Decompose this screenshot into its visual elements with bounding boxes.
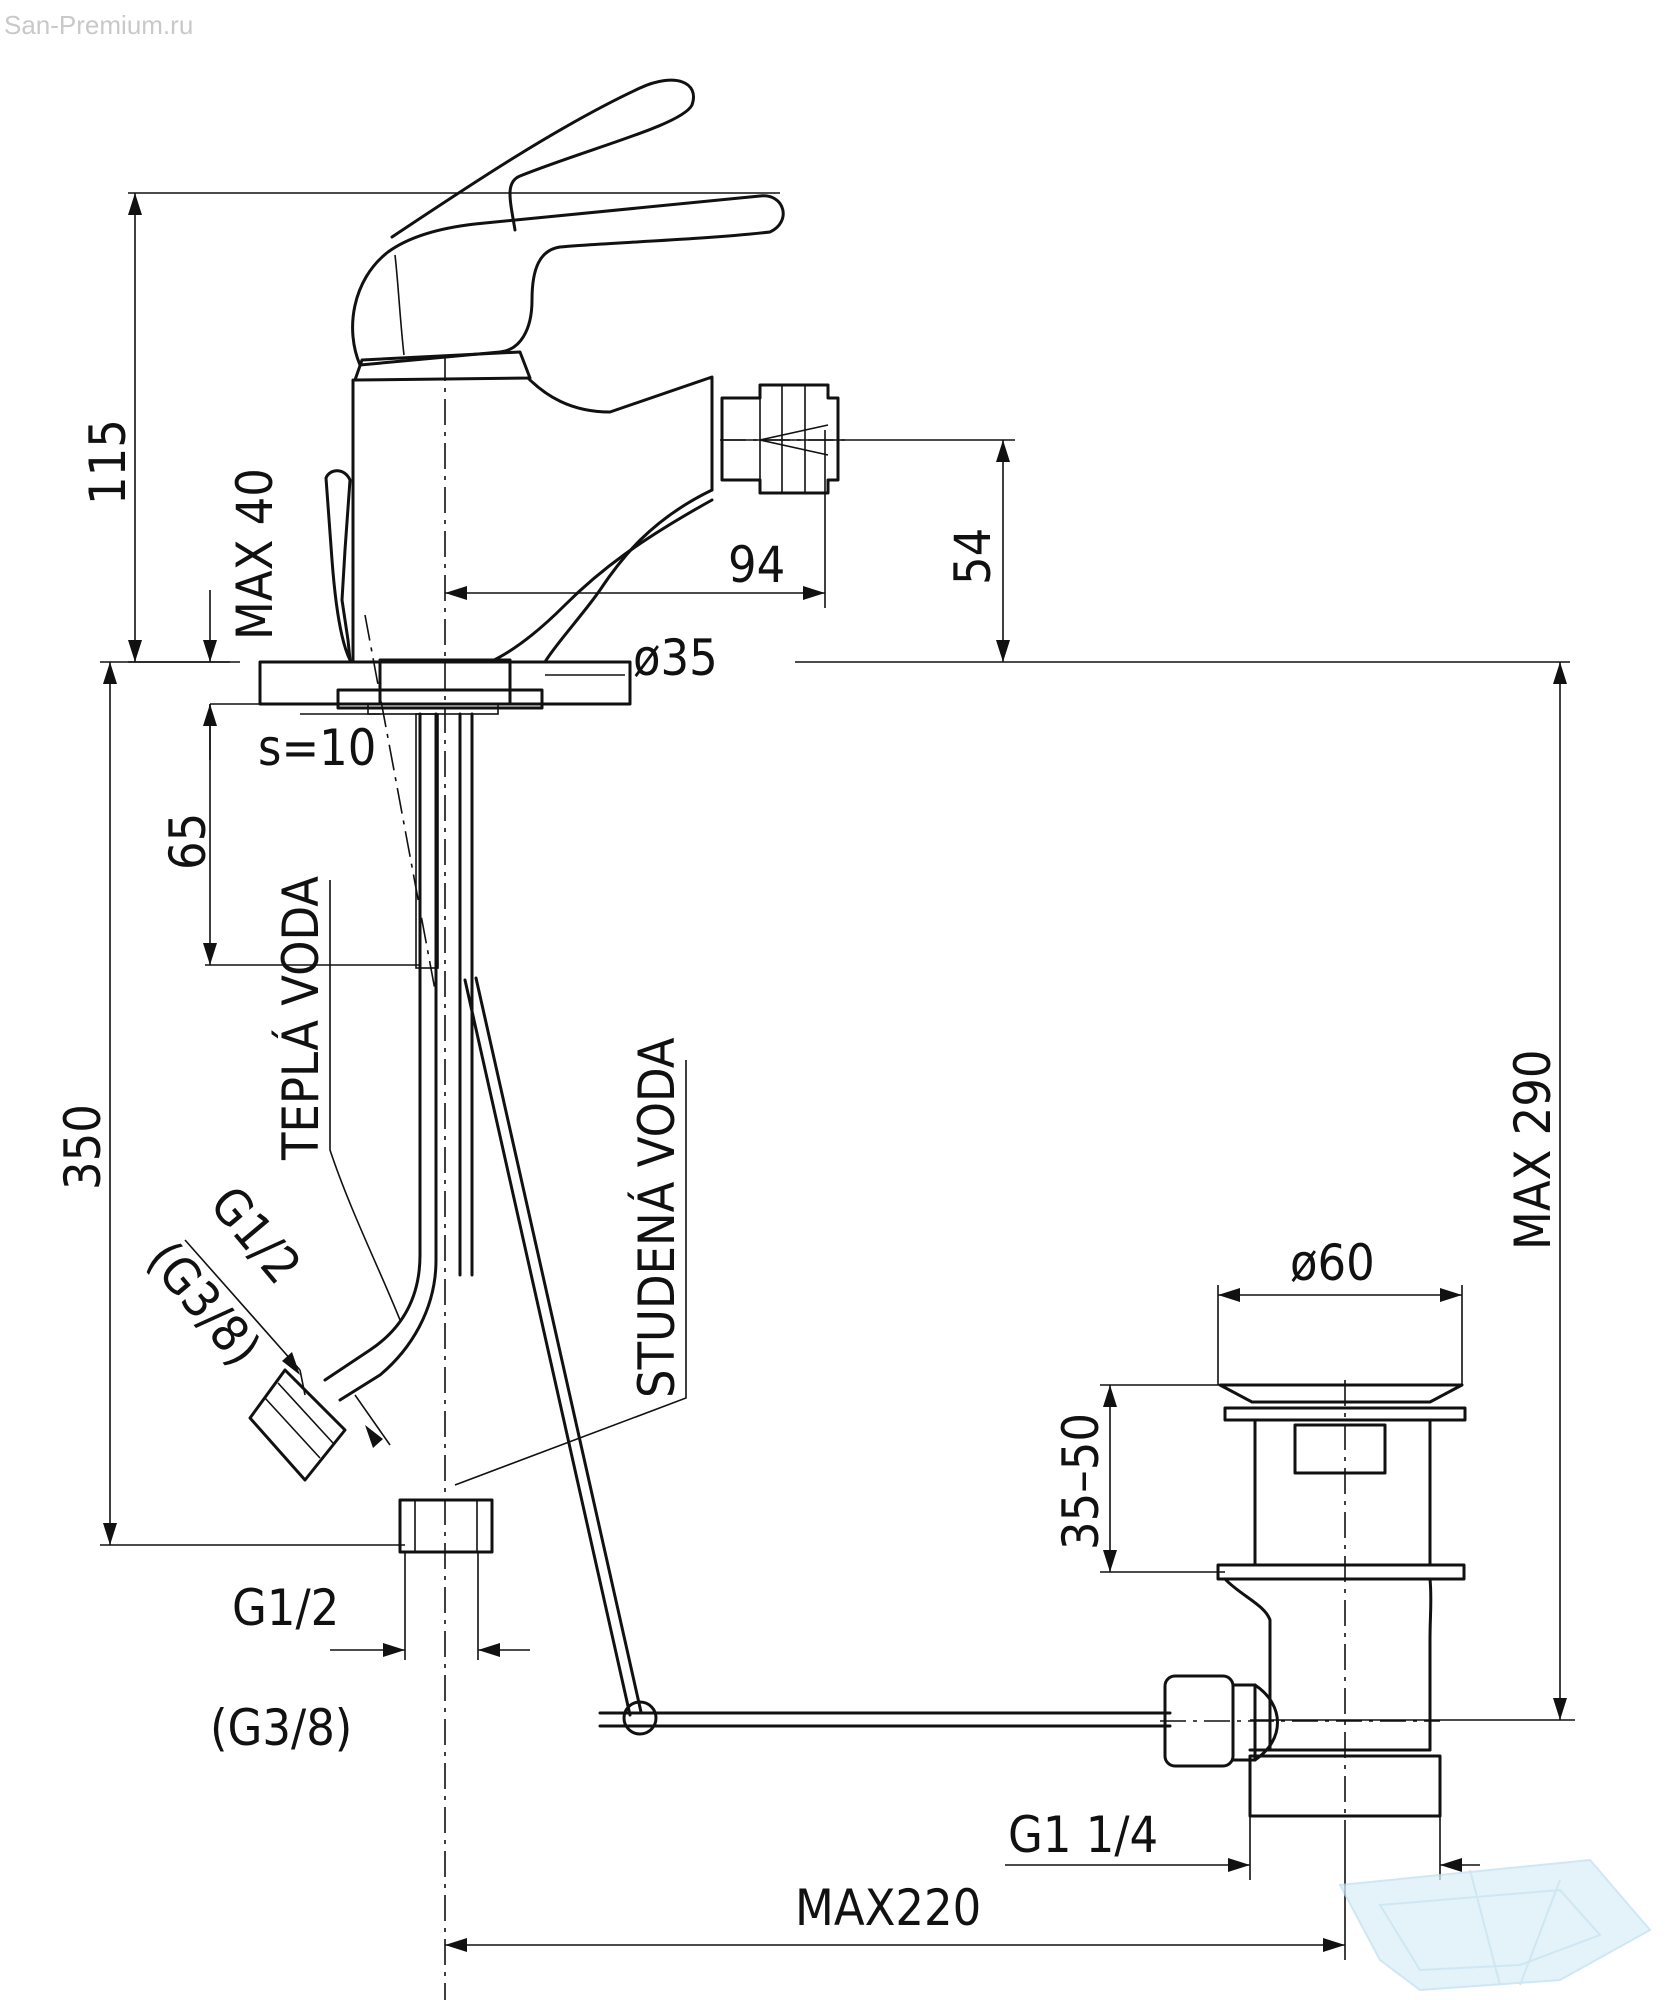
dim-max220-label: MAX220 [795, 1879, 981, 1937]
dim-max290-label: MAX 290 [1504, 1049, 1562, 1250]
pop-up-waste [1163, 1383, 1467, 1818]
hot-water-label: TEPLÁ VODA [271, 876, 330, 1161]
dim-115-label: 115 [79, 419, 137, 505]
cold-water-label: STUDENÁ VODA [627, 1037, 686, 1398]
dimensions [100, 192, 1575, 1960]
dim-94-label: 94 [728, 536, 785, 594]
dim-54-label: 54 [944, 528, 1002, 585]
dim-phi35-label: ø35 [633, 629, 718, 687]
dim-s10-label: s=10 [258, 719, 376, 777]
dim-65-label: 65 [159, 813, 217, 870]
dim-35-50-label: 35–50 [1052, 1413, 1110, 1550]
dimension-labels: 115 MAX 40 94 54 ø35 s=10 65 TEPLÁ VODA … [54, 419, 1562, 1937]
dim-max40-label: MAX 40 [226, 468, 284, 640]
bathtub-logo-icon [1338, 1858, 1652, 1992]
supply-hoses [248, 712, 1172, 1736]
dim-350-label: 350 [54, 1104, 112, 1190]
dim-g38-lower-label: (G3/8) [210, 1699, 352, 1757]
dim-phi60-label: ø60 [1290, 1234, 1375, 1292]
dim-g114-label: G1 1/4 [1008, 1806, 1158, 1864]
dim-g12-lower-label: G1/2 [232, 1579, 339, 1637]
centre-lines [364, 355, 1440, 2000]
watermark-text: San-Premium.ru [4, 10, 193, 40]
